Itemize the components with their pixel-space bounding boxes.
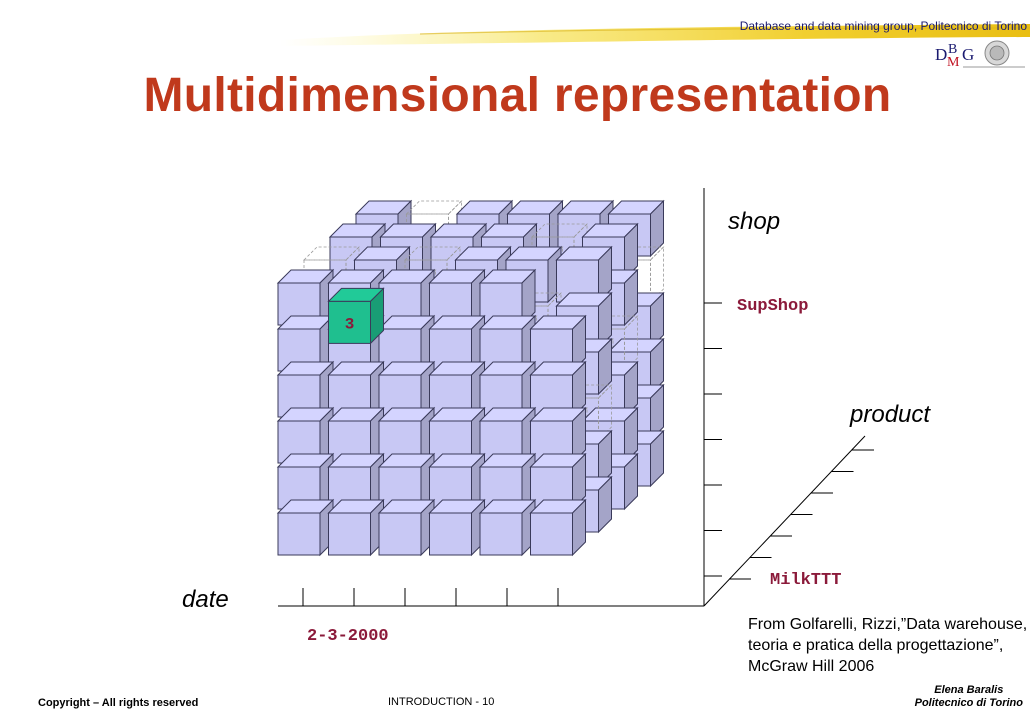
- svg-text:D: D: [935, 45, 947, 64]
- svg-text:B: B: [948, 42, 957, 57]
- product-value-label: MilkTTT: [770, 571, 842, 590]
- cube-cell: [377, 498, 436, 557]
- product-axis-line: [703, 435, 866, 607]
- shop-value-label: SupShop: [737, 297, 809, 316]
- highlighted-cell-value: 3: [345, 315, 355, 333]
- product-axis-label: product: [850, 401, 931, 428]
- footer-slide-label: INTRODUCTION - 10: [388, 696, 495, 708]
- footer-copyright: Copyright – All rights reserved: [38, 697, 199, 709]
- cube-cell: [529, 498, 587, 557]
- svg-text:G: G: [962, 45, 974, 64]
- highlighted-cube-cell: [327, 287, 385, 345]
- footer-affiliation: Politecnico di Torino: [914, 697, 1023, 709]
- cube-cell: [327, 498, 385, 557]
- shop-axis-label: shop: [728, 208, 781, 235]
- svg-text:M: M: [947, 55, 960, 68]
- cube-cell: [327, 406, 385, 465]
- footer-author-block: Elena Baralis Politecnico di Torino: [915, 684, 1023, 710]
- dbmg-logo: D B M G: [935, 40, 1025, 68]
- cube-cell: [377, 452, 436, 511]
- header-brush-stroke: [280, 24, 1031, 46]
- date-axis-label: date: [182, 586, 229, 613]
- header-group-text: Database and data mining group, Politecn…: [739, 19, 1027, 33]
- citation: From Golfarelli, Rizzi,”Data warehouse, …: [748, 616, 1028, 675]
- cube-cell: [478, 498, 537, 557]
- date-value-label: 2-3-2000: [307, 627, 389, 646]
- cube-cell: [428, 498, 486, 557]
- slide-title: Multidimensional representation: [143, 69, 892, 122]
- cube-cell: [276, 498, 335, 557]
- cube-cell: [529, 314, 587, 373]
- footer-author: Elena Baralis: [934, 684, 1004, 696]
